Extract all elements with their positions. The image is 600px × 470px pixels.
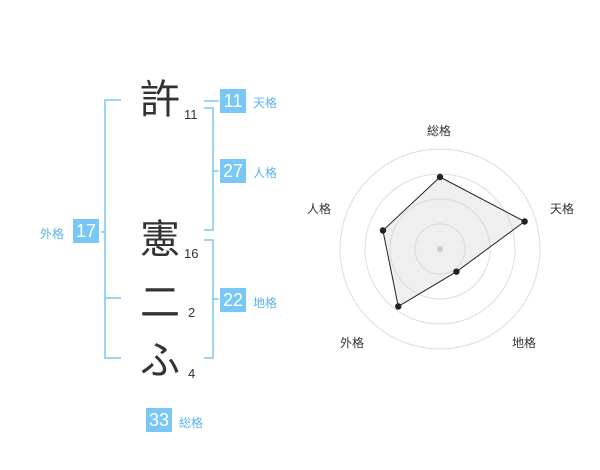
radar-axis-label-chikaku: 地格 <box>512 336 537 350</box>
name-char-1: 許 <box>140 77 180 123</box>
radar-ring <box>389 198 491 300</box>
radar-center-dot <box>437 246 443 252</box>
stroke-count-3: 2 <box>188 305 196 320</box>
name-char-4: ふ <box>140 338 180 384</box>
radar-point-3 <box>395 303 402 310</box>
stroke-count-4: 4 <box>188 366 196 381</box>
radar-point-1 <box>521 218 528 225</box>
radar-ring <box>414 223 466 275</box>
gaikaku-value: 17 <box>73 219 99 243</box>
radar-axis-label-jinkaku: 人格 <box>307 202 332 216</box>
stroke-count-1: 11 <box>184 107 198 122</box>
radar-series-polygon <box>382 176 526 308</box>
radar-point-0 <box>436 173 444 181</box>
gaikaku-label: 外格 <box>40 227 65 241</box>
radar-ring <box>339 148 541 350</box>
soukaku-label: 総格 <box>179 416 204 430</box>
name-char-2: 憲 <box>140 217 180 263</box>
tenkaku-label: 天格 <box>253 96 278 110</box>
radar-point-4 <box>379 227 387 234</box>
tenkaku-value: 11 <box>220 89 246 113</box>
jinkaku-value: 27 <box>220 159 246 183</box>
chikaku-label: 地格 <box>253 296 278 310</box>
radar-point-2 <box>453 268 460 275</box>
name-char-3: 二 <box>140 280 180 326</box>
radar-axis-label-soukaku: 総格 <box>427 124 452 138</box>
stroke-count-2: 16 <box>184 246 199 261</box>
radar-axis-label-gaikaku: 外格 <box>340 336 365 350</box>
chikaku-value: 22 <box>220 288 246 312</box>
jinkaku-label: 人格 <box>253 166 278 180</box>
soukaku-value: 33 <box>146 408 172 432</box>
radar-axis-label-tenkaku: 天格 <box>550 202 575 216</box>
